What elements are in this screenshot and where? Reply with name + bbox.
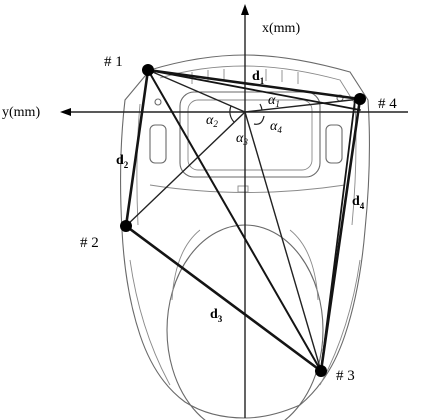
- point-4-marker: [354, 93, 366, 105]
- distance-label-d4: d4: [352, 194, 365, 211]
- edge-1-2: [124, 68, 150, 228]
- distance-label-d3: d3: [210, 307, 223, 324]
- vehicle-inner-line-left: [136, 103, 141, 226]
- vehicle-body: [120, 54, 370, 419]
- axes: x(mm) y(mm): [2, 4, 408, 418]
- distance-edges: [124, 68, 362, 373]
- angle-label-a2: α2: [206, 113, 218, 129]
- point-3-marker: [315, 365, 327, 377]
- angle-label-a3: α3: [236, 131, 248, 147]
- radial-line-4: [244, 98, 361, 113]
- radial-line-3: [244, 111, 322, 372]
- angle-arc-2: [229, 105, 235, 123]
- hood-panel: [179, 91, 321, 178]
- point-1-marker: [142, 64, 154, 76]
- angle-label-a4: α4: [270, 119, 282, 135]
- front-transition: [149, 184, 346, 193]
- point-4-label: # 4: [378, 96, 397, 112]
- angle-label-a1: α1: [268, 93, 280, 109]
- point-3-label: # 3: [336, 368, 355, 384]
- radial-line-2: [125, 111, 246, 227]
- edge-1-3: [147, 69, 322, 372]
- angle-arc-4: [253, 115, 265, 125]
- x-axis-arrowhead: [241, 4, 249, 15]
- edge-1-4: [146, 68, 362, 101]
- distance-labels: d1 d2 d3 d4: [116, 69, 365, 324]
- angle-arcs: [229, 103, 265, 125]
- side-skirt-right: [319, 259, 361, 386]
- x-axis-label: x(mm): [262, 21, 300, 36]
- hood-inner-panel: [187, 99, 313, 171]
- angle-arc-1: [259, 103, 263, 111]
- radial-lines: [125, 69, 361, 372]
- y-axis-label: y(mm): [2, 105, 40, 120]
- y-axis-arrowhead: [60, 108, 71, 116]
- headlight-left: [149, 124, 167, 164]
- angle-labels: α1 α2 α3 α4: [206, 93, 282, 147]
- edge-2-3: [124, 224, 323, 373]
- point-2-marker: [120, 220, 132, 232]
- bolt-left: [154, 98, 162, 106]
- point-2-label: # 2: [80, 235, 99, 251]
- sensor-points: # 1 # 2 # 3 # 4: [80, 54, 397, 384]
- side-skirt-left: [129, 259, 171, 386]
- distance-label-d1: d1: [252, 69, 265, 86]
- badge: [237, 185, 249, 193]
- radial-line-1: [147, 69, 246, 113]
- edge-3-4-inner: [320, 99, 356, 372]
- headlight-right: [325, 124, 343, 164]
- nose-cone-shadow: [171, 229, 319, 301]
- distance-label-d2: d2: [116, 153, 129, 170]
- vehicle-inner-line: [159, 65, 357, 226]
- edge-1-4-lower: [147, 69, 361, 111]
- point-1-label: # 1: [104, 54, 123, 70]
